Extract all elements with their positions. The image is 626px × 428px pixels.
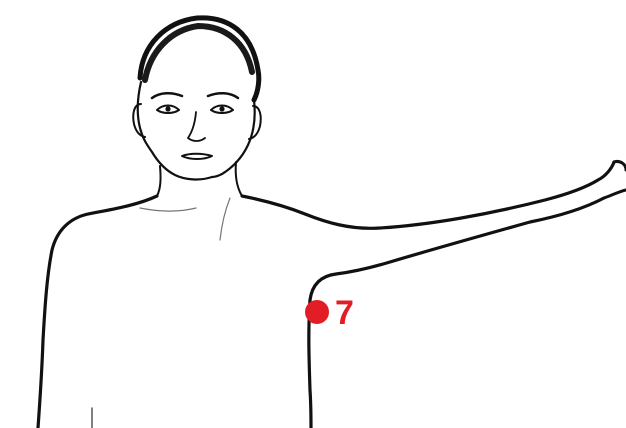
hand-outline	[604, 161, 626, 198]
chest-line	[220, 198, 230, 240]
right-pupil	[219, 106, 224, 111]
arm-lower-outline	[310, 198, 604, 300]
neck-left	[157, 166, 161, 196]
left-collarbone	[140, 208, 196, 211]
nose	[188, 112, 205, 141]
point-label: 7	[335, 296, 354, 330]
neck-right	[236, 162, 242, 196]
face-left-outline	[138, 82, 212, 179]
left-shoulder-outline	[38, 196, 157, 428]
left-eyebrow	[152, 93, 182, 98]
mouth	[182, 154, 212, 159]
hair-outline	[140, 18, 259, 100]
right-eyebrow	[208, 93, 238, 98]
point-marker	[305, 300, 329, 324]
arm-upper-outline	[242, 162, 614, 228]
left-pupil	[165, 106, 170, 111]
